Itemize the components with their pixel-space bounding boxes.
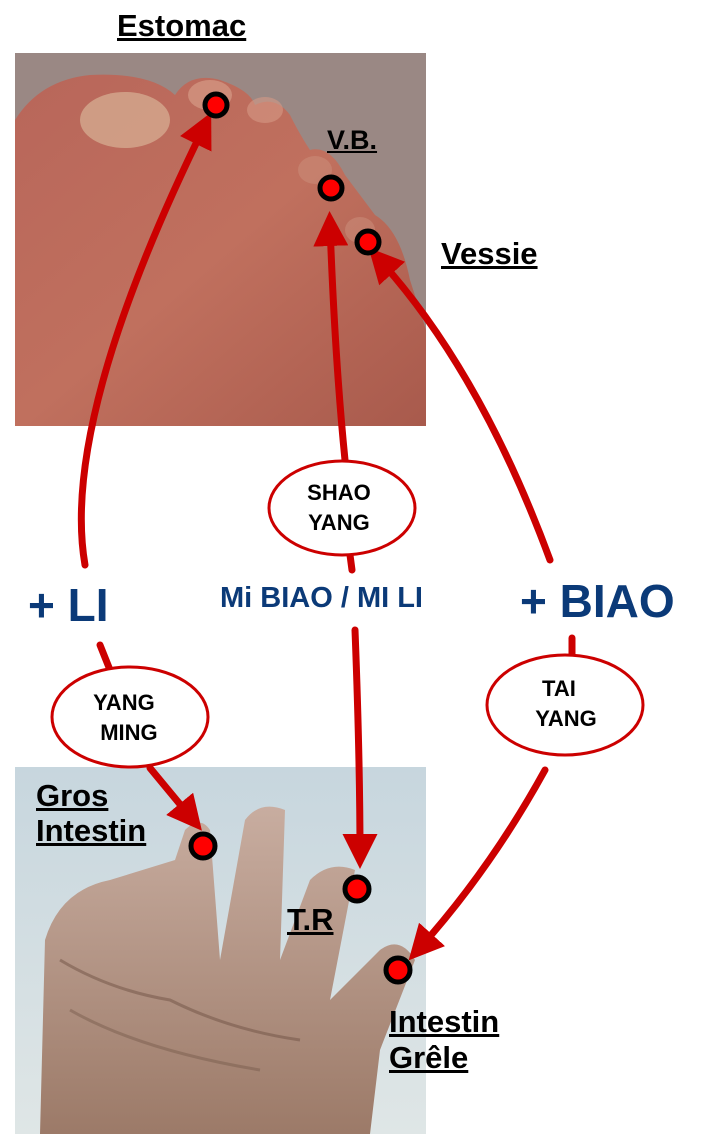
label-gros-intestin-2: Intestin — [36, 813, 146, 849]
tai-yang-line-2: YANG — [535, 706, 597, 731]
arrow-shao-yang-to-center — [350, 555, 352, 570]
label-vessie: Vessie — [441, 236, 538, 272]
shao-yang-ellipse — [269, 461, 415, 555]
point-gros-intestin — [191, 834, 215, 858]
label-estomac: Estomac — [117, 8, 246, 44]
yang-ming-line-2: MING — [100, 720, 157, 745]
label-vb: V.B. — [327, 122, 377, 158]
shao-yang-line-2: YANG — [308, 510, 370, 535]
label-intestin-grele-1: Intestin — [389, 1004, 499, 1040]
arrow-tai-yang-to-intestin-grele — [418, 770, 545, 950]
plus-li: + LI — [28, 578, 109, 632]
plus-biao: + BIAO — [520, 574, 675, 628]
tai-yang-ellipse — [487, 655, 643, 755]
point-intestin-grele — [386, 958, 410, 982]
point-vessie — [357, 231, 379, 253]
shao-yang-line-1: SHAO — [307, 480, 371, 505]
label-tr: T.R — [287, 902, 334, 938]
yang-ming-line-1: YANG — [93, 690, 155, 715]
point-estomac — [205, 94, 227, 116]
tai-yang-line-1: TAI — [542, 676, 576, 701]
point-vb — [320, 177, 342, 199]
label-gros-intestin-1: Gros — [36, 778, 108, 814]
yang-ming-ellipse — [52, 667, 208, 767]
point-tr — [345, 877, 369, 901]
mi-biao-mi-li: Mi BIAO / MI LI — [220, 582, 423, 615]
label-intestin-grele-2: Grêle — [389, 1040, 468, 1076]
arrow-li-to-yang-ming — [100, 645, 110, 670]
